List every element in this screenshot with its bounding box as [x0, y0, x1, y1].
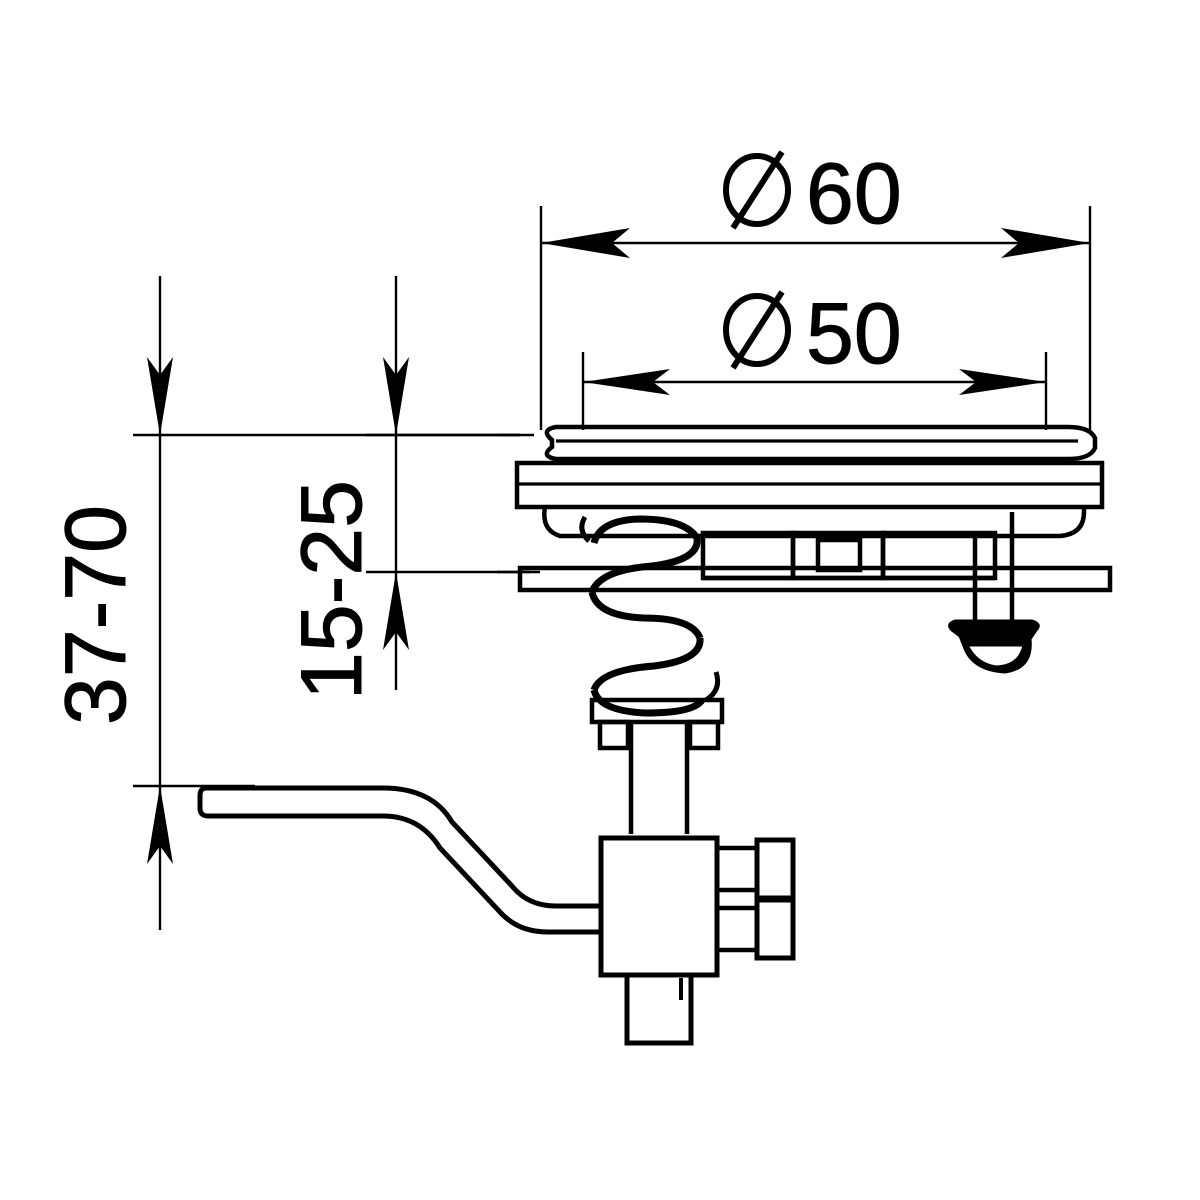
centerline-marks [497, 433, 534, 574]
support-bar [517, 565, 1113, 593]
dimension-dia-50: 50 [581, 286, 1048, 430]
arrowhead-left-icon [541, 228, 630, 258]
side-port-upper [714, 837, 796, 901]
dimension-dia-60: 60 [539, 146, 1092, 430]
arrowhead-top-icon [383, 357, 409, 435]
arrowhead-top-icon [147, 357, 173, 435]
anchor-stud [948, 512, 1040, 674]
square-recess-detail [815, 537, 863, 573]
outlet-spigot [624, 975, 694, 1046]
diameter-symbol-icon [723, 150, 791, 230]
lever-arm [197, 785, 601, 935]
valve-body [598, 835, 720, 978]
cartridge-block [700, 530, 998, 581]
arrowhead-bottom-icon [383, 572, 409, 650]
dim-label-dia-60: 60 [806, 146, 902, 242]
coil-spring [579, 515, 721, 717]
dim-label-dia-50: 50 [806, 286, 902, 382]
dim-label-37-70: 37-70 [48, 505, 144, 725]
spring-seat [589, 697, 725, 751]
arrowhead-right-icon [1001, 228, 1090, 258]
arrowhead-right-icon [959, 369, 1046, 395]
mounting-plate [514, 460, 1105, 539]
push-stem [628, 722, 690, 834]
dimension-height-15-25: 15-25 [284, 276, 540, 701]
arrowhead-left-icon [583, 369, 670, 395]
dimension-height-37-70: 37-70 [48, 276, 520, 930]
dim-label-15-25: 15-25 [284, 480, 380, 700]
cover-plate [544, 424, 1098, 462]
side-port-lower [714, 897, 796, 961]
diameter-symbol-icon [723, 290, 791, 370]
arrowhead-bottom-icon [147, 786, 173, 864]
